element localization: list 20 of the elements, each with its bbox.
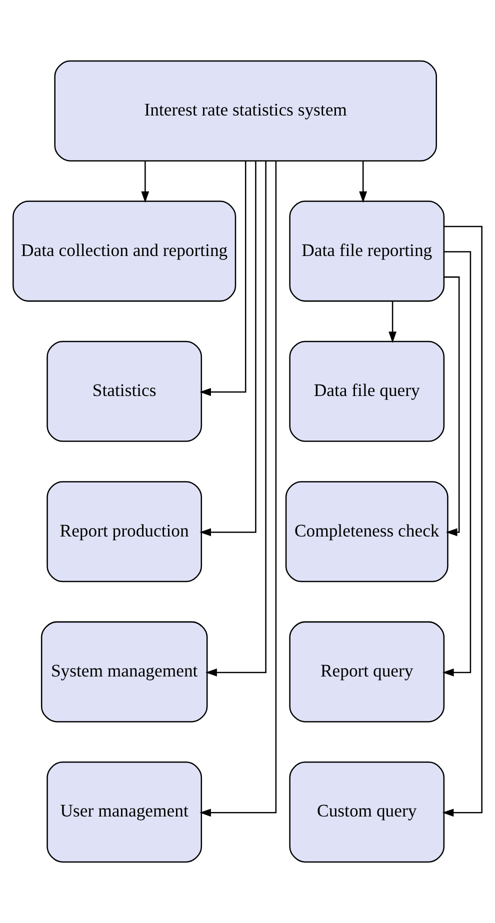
node-box: Data file query [289,340,445,442]
arrow [200,160,277,817]
node-box: Statistics [46,340,202,442]
node-box: Interest rate statistics system [54,60,437,162]
node-box: Data file reporting [289,200,445,302]
arrow [200,160,256,536]
arrow [359,161,368,203]
arrow [206,161,266,676]
arrow [442,251,472,676]
node-box: Data collection and reporting [12,200,236,302]
arrow [388,301,397,343]
arrow [442,226,482,817]
node-box: Report production [46,481,202,582]
arrow [200,160,246,396]
node-box: System management [40,621,208,722]
arrow [141,161,150,203]
node-box: Custom query [289,762,445,863]
node-box: User management [46,762,202,863]
node-box: Completeness check [285,481,448,582]
node-box: Report query [289,621,445,722]
